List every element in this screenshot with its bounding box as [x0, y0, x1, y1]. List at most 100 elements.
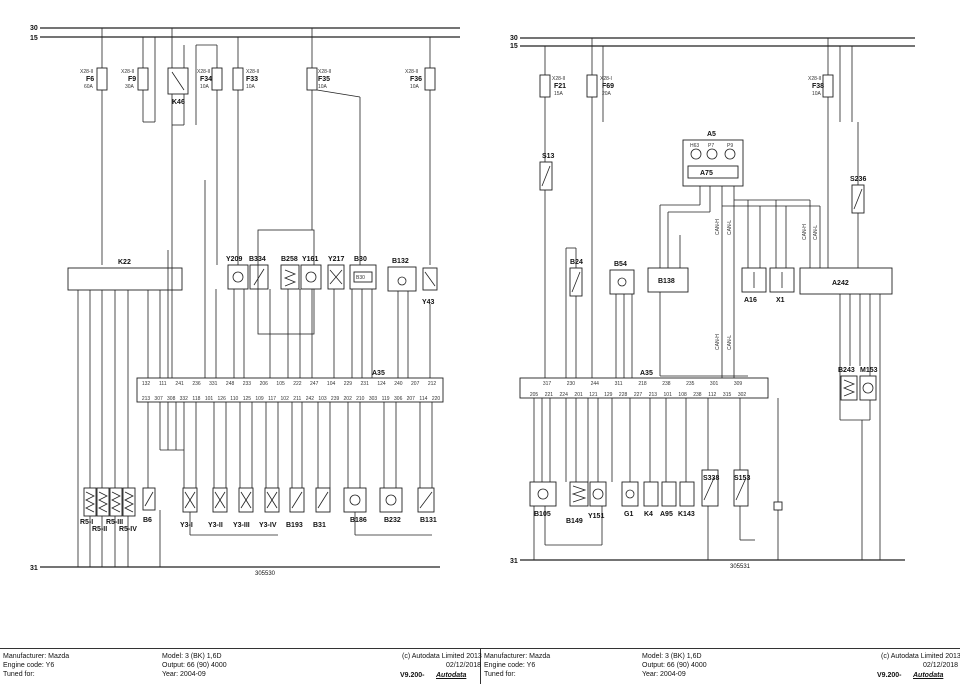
right-k143	[679, 481, 695, 507]
svg-text:S153: S153	[734, 475, 750, 482]
svg-text:Y3-IV: Y3-IV	[259, 522, 277, 529]
right-a95	[661, 481, 677, 507]
right-module-m153: M153	[840, 367, 878, 560]
right-ecu-bottom-pin-2: 224	[560, 392, 569, 398]
right-ecu-bottom-pin-14: 302	[738, 392, 747, 398]
footer-left-version: V9.200-	[400, 672, 425, 679]
left-sensor-wires	[167, 125, 431, 378]
svg-text:B54: B54	[614, 261, 627, 268]
left-ecu-bottom-pin-0: 213	[142, 396, 151, 402]
footer-right-manufacturer: Manufacturer: Mazda	[484, 653, 551, 660]
left-ecu-top-pin-17: 212	[428, 381, 437, 387]
left-b232	[379, 487, 403, 513]
footer-right-copyright: (c) Autodata Limited 2013	[881, 653, 960, 660]
svg-text:X28-II: X28-II	[246, 69, 259, 75]
right-ecu-top-pin-2: 244	[591, 381, 600, 387]
right-y151	[589, 481, 607, 507]
left-bottom-wires	[147, 402, 433, 488]
svg-text:F33: F33	[246, 76, 258, 83]
left-relay-k46: K46	[167, 28, 189, 126]
left-ecu-bottom-pin-21: 207	[407, 396, 416, 402]
footer-left-manufacturer: Manufacturer: Mazda	[3, 653, 70, 660]
footer-left-copyright: (c) Autodata Limited 2013	[402, 653, 482, 660]
svg-text:A5: A5	[707, 131, 716, 138]
svg-text:R5-I: R5-I	[80, 519, 93, 526]
footer-left-tuned: Tuned for:	[3, 671, 35, 678]
svg-text:F36: F36	[410, 76, 422, 83]
left-ecu-top-pin-12: 229	[344, 381, 353, 387]
svg-text:10A: 10A	[246, 84, 256, 90]
left-ecu-bottom-pin-13: 242	[306, 396, 315, 402]
left-sensor-b30: B30 B30	[349, 256, 377, 290]
left-ecu-top-pin-16: 207	[411, 381, 420, 387]
svg-text:P9: P9	[727, 143, 733, 149]
svg-text:B105: B105	[534, 511, 551, 518]
svg-text:B6: B6	[143, 517, 152, 524]
right-ecu-top-pin-3: 311	[615, 381, 623, 387]
svg-text:K46: K46	[172, 99, 185, 106]
svg-text:K22: K22	[118, 259, 131, 266]
left-ecu-bottom-pin-23: 220	[432, 396, 441, 402]
left-ecu-top-pin-4: 331	[209, 381, 218, 387]
right-k4	[643, 481, 659, 507]
svg-text:CAN-H: CAN-H	[715, 334, 721, 350]
left-sensor-b258: B258	[280, 256, 300, 290]
right-module-a5: A5 H63 P7 P9 A75	[682, 131, 744, 187]
left-ref: 305530	[255, 571, 276, 577]
svg-text:A35: A35	[640, 370, 653, 377]
svg-text:CAN-H: CAN-H	[802, 224, 808, 240]
svg-text:CAN-H: CAN-H	[715, 219, 721, 235]
svg-text:CAN-L: CAN-L	[727, 335, 733, 350]
right-module-b54: B54	[609, 261, 635, 378]
left-bottom-components: R5-I R5-II R5-III R5-IV B6 Y3-I Y3-II Y3…	[80, 487, 437, 567]
svg-text:X28-II: X28-II	[121, 69, 134, 75]
svg-text:X1: X1	[776, 297, 785, 304]
left-fuse-f6: X28-II F6 60A	[80, 28, 108, 265]
left-ecu-bottom-pin-18: 303	[369, 396, 378, 402]
svg-text:B31: B31	[313, 522, 326, 529]
footer-left-date: 02/12/2018	[446, 662, 482, 669]
right-ecu-bottom-pin-10: 108	[678, 392, 687, 398]
left-bus-30-label: 30	[30, 25, 38, 32]
right-ecu-bottom-pin-5: 129	[604, 392, 613, 398]
svg-text:P7: P7	[708, 143, 714, 149]
right-ecu-top-pin-0: 317	[543, 381, 552, 387]
left-ecu-bottom-pin-4: 118	[192, 396, 200, 402]
right-ecu-top-pin-8: 309	[734, 381, 743, 387]
left-sensor-b132: B132	[387, 258, 417, 292]
left-ecu-bottom-pin-17: 210	[356, 396, 365, 402]
left-ecu-top-pin-9: 222	[293, 381, 302, 387]
left-ecu-top-pin-0: 132	[142, 381, 151, 387]
right-ecu-bottom-pin-0: 205	[530, 392, 539, 398]
left-ecu-top-pin-7: 206	[260, 381, 269, 387]
svg-text:20A: 20A	[602, 91, 612, 97]
right-module-b243: B243	[838, 367, 858, 401]
left-fuse-f35: X28-II F35 10A	[306, 28, 361, 265]
right-ecu-top-pin-1: 230	[567, 381, 576, 387]
right-bus-15-label: 15	[510, 43, 518, 50]
svg-text:X28-II: X28-II	[80, 69, 93, 75]
left-fuse-f34: X28-II F34 10A	[195, 44, 223, 265]
right-ecu-top-pin-7: 301	[710, 381, 719, 387]
right-ecu-bottom-pin-7: 227	[634, 392, 643, 398]
left-fuse-f9: X28-II F9 30A	[121, 37, 156, 123]
right-ecu-bottom-pin-11: 238	[693, 392, 702, 398]
footer-left-engine: Engine code: Y6	[3, 662, 55, 669]
svg-text:CAN-L: CAN-L	[727, 220, 733, 235]
footer-left-year: Year: 2004-09	[162, 671, 206, 678]
left-ecu-top-pin-2: 241	[175, 381, 184, 387]
right-b149	[569, 481, 589, 507]
svg-text:X28-II: X28-II	[318, 69, 331, 75]
svg-text:B149: B149	[566, 518, 583, 525]
left-ecu-top-pin-13: 231	[361, 381, 370, 387]
svg-text:A95: A95	[660, 511, 673, 518]
right-ecu-bottom-pin-8: 213	[649, 392, 658, 398]
right-can-wires: CAN-H CAN-L CAN-H CAN-L CAN-H CAN-L	[659, 186, 821, 378]
svg-text:B30: B30	[356, 275, 365, 281]
left-diagram: 30 15 31 X28-II F6 60A X28-II F9 30A	[30, 25, 460, 577]
left-ecu-top-pin-3: 236	[192, 381, 201, 387]
svg-text:R5-III: R5-III	[106, 519, 123, 526]
left-ecu-bottom-pin-9: 109	[255, 396, 264, 402]
svg-text:R5-II: R5-II	[92, 526, 107, 533]
footer-right-date: 02/12/2018	[923, 662, 959, 669]
